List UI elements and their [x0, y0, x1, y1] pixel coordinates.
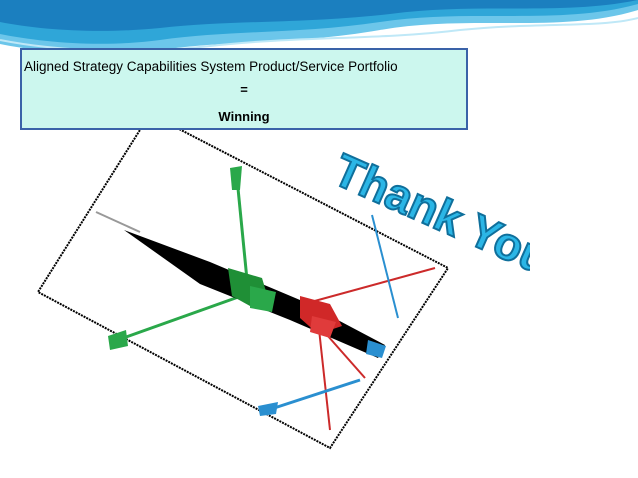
equals-line: =: [240, 82, 248, 97]
winning-line: Winning: [218, 109, 270, 124]
strategy-line: Aligned Strategy Capabilities System Pro…: [24, 59, 398, 74]
strategy-textbox: Aligned Strategy Capabilities System Pro…: [20, 48, 468, 130]
thank-you-wordart: Thank You: [325, 150, 530, 286]
thank-you-text: Thank You: [326, 150, 530, 285]
header-wave-decoration: [0, 0, 638, 54]
